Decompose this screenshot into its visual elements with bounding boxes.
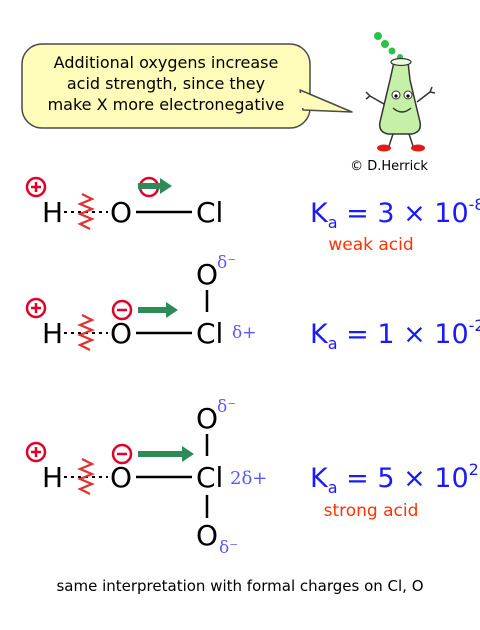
molecule-hocl: H O Cl xyxy=(25,176,223,230)
bond-break-zigzag-icon xyxy=(77,314,95,351)
minus-charge-icon xyxy=(111,443,133,465)
atom-h: H xyxy=(42,461,63,494)
strong-acid-label: strong acid xyxy=(324,501,419,521)
plus-charge-icon xyxy=(25,441,47,463)
ka-2: Ka = 1 × 10-2 xyxy=(310,316,480,353)
bond-break-zigzag-icon xyxy=(77,458,95,495)
weak-acid-label: weak acid xyxy=(328,235,413,255)
atom-o-top: O xyxy=(196,402,218,435)
minus-charge-icon xyxy=(111,299,133,321)
delta-plus-cl: δ+ xyxy=(232,323,256,343)
svg-text:Ka = 3 × 10-8: Ka = 3 × 10-8 xyxy=(310,195,480,232)
svg-text:Ka = 1 × 10-2: Ka = 1 × 10-2 xyxy=(310,316,480,353)
credit-text: © D.Herrick xyxy=(350,159,428,174)
plus-charge-icon xyxy=(25,176,47,198)
delta-minus-bottom: δ⁻ xyxy=(219,538,238,558)
callout-line-3: make X more electronegative xyxy=(48,95,285,114)
atom-o: O xyxy=(110,317,132,350)
atom-o: O xyxy=(110,196,132,229)
callout-line-2: acid strength, since they xyxy=(67,74,265,93)
molecule-hoclo2: O δ⁻ H O Cl 2δ+ O δ⁻ xyxy=(25,397,267,558)
callout-line-1: Additional oxygens increase xyxy=(54,53,279,72)
atom-h: H xyxy=(42,196,63,229)
atom-cl: Cl xyxy=(196,196,223,229)
delta-minus-top: δ⁻ xyxy=(217,253,236,273)
delta-minus-top: δ⁻ xyxy=(217,397,236,417)
electron-shift-arrow-icon xyxy=(138,302,178,318)
speech-bubble-body xyxy=(21,43,311,129)
atom-o: O xyxy=(110,461,132,494)
speech-bubble: Additional oxygens increase acid strengt… xyxy=(21,43,353,129)
atom-h: H xyxy=(42,317,63,350)
atom-o-bottom: O xyxy=(196,519,218,552)
flask-mascot-icon xyxy=(365,32,436,152)
footer-note: same interpretation with formal charges … xyxy=(56,577,423,595)
atom-cl: Cl xyxy=(196,461,223,494)
plus-charge-icon xyxy=(25,297,47,319)
ka-3: Ka = 5 × 102 strong acid xyxy=(310,460,479,521)
atom-cl: Cl xyxy=(196,317,223,350)
atom-o-top: O xyxy=(196,258,218,291)
electron-shift-arrow-icon xyxy=(138,178,172,194)
molecule-hoclo: O δ⁻ H O Cl δ+ xyxy=(25,253,256,351)
delta-plus-cl: 2δ+ xyxy=(230,468,267,489)
speech-bubble-tail xyxy=(299,89,353,113)
svg-text:Ka = 5 × 102: Ka = 5 × 102 xyxy=(310,460,479,497)
bond-break-zigzag-icon xyxy=(77,193,95,230)
ka-1: Ka = 3 × 10-8 weak acid xyxy=(310,195,480,255)
electron-shift-arrow-icon xyxy=(138,446,194,462)
